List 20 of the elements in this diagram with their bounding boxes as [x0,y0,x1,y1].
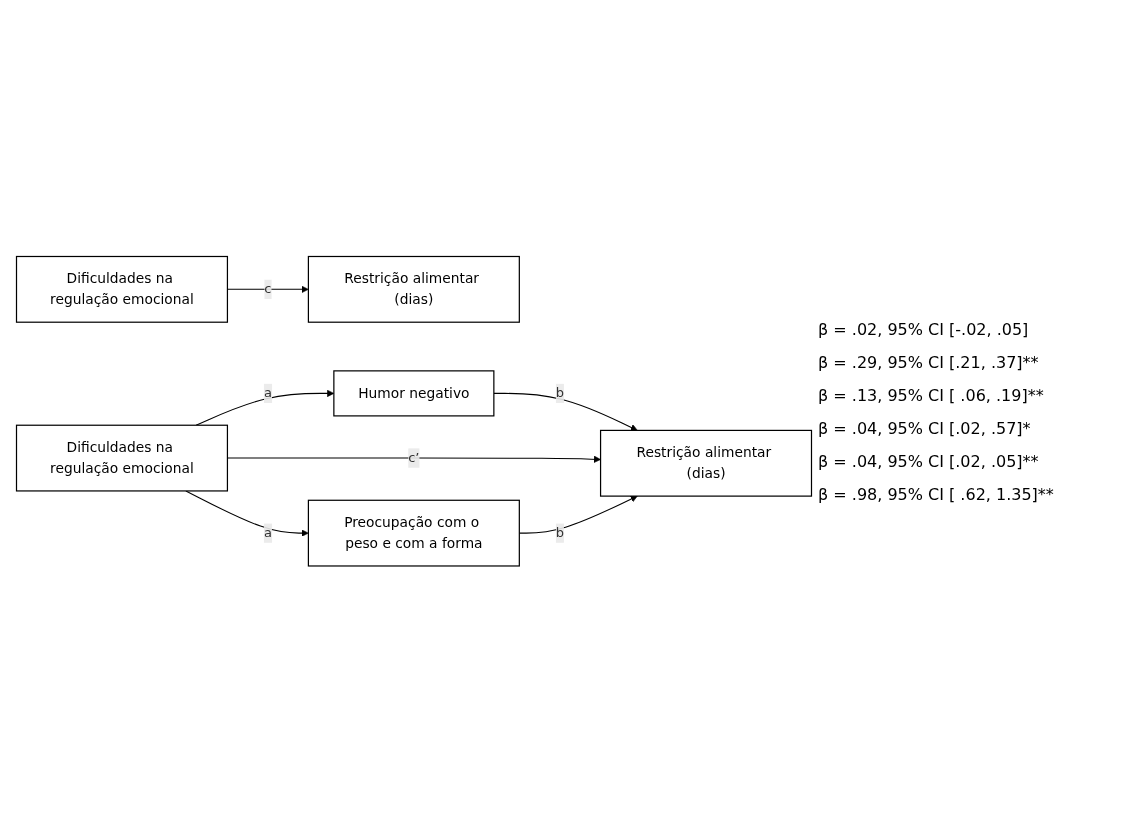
node-box: Dificuldades na regulação emocional [15,256,229,324]
coefficient-note: β = .98, 95% CI [ .62, 1.35]** [818,484,1055,504]
coefficient-note: β = .29, 95% CI [.21, .37]** [818,352,1040,372]
edge-label: b [555,525,565,541]
arrow [493,393,638,432]
edge-label: a [263,525,272,541]
node-box: Restrição alimentar (dias) [599,430,813,497]
edge-label: a [263,385,272,401]
edge-label: b [555,385,565,401]
coefficient-note: β = .02, 95% CI [-.02, .05] [818,319,1030,339]
node-box: Preocupação com o peso e com a forma [307,499,520,567]
coefficient-note: β = .04, 95% CI [.02, .05]** [818,451,1040,471]
node-box: Restrição alimentar (dias) [307,256,520,324]
node-box: Humor negativo [333,370,495,417]
edge-label: c’ [408,450,420,466]
coefficient-note: β = .04, 95% CI [.02, .57]* [818,418,1032,438]
arrow [185,490,309,537]
node-box: Dificuldades na regulação emocional [15,424,229,492]
edge-label: c [264,281,272,297]
coefficient-note: β = .13, 95% CI [ .06, .19]** [818,385,1045,405]
